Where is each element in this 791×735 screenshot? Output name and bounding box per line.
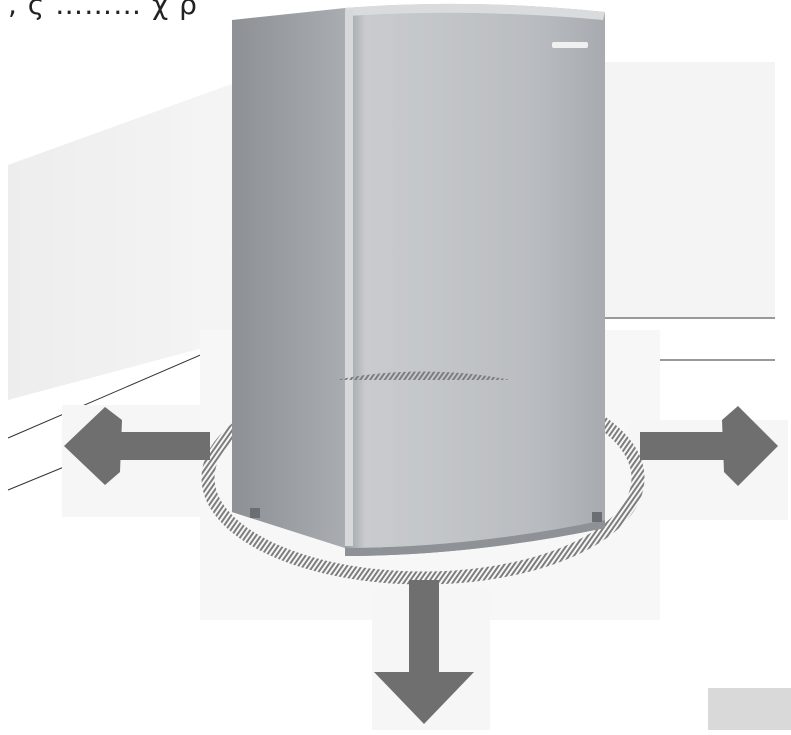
arrow-right-icon [640,406,778,486]
right-wall [600,62,775,361]
refrigerator-front-overlay [232,380,605,556]
arrow-down-icon [374,580,474,724]
brand-logo [552,42,588,48]
cropped-header-text: , ς ……… χ ρ [8,0,198,21]
arrow-left-icon [64,407,210,485]
clearance-ring-icon [201,371,645,585]
